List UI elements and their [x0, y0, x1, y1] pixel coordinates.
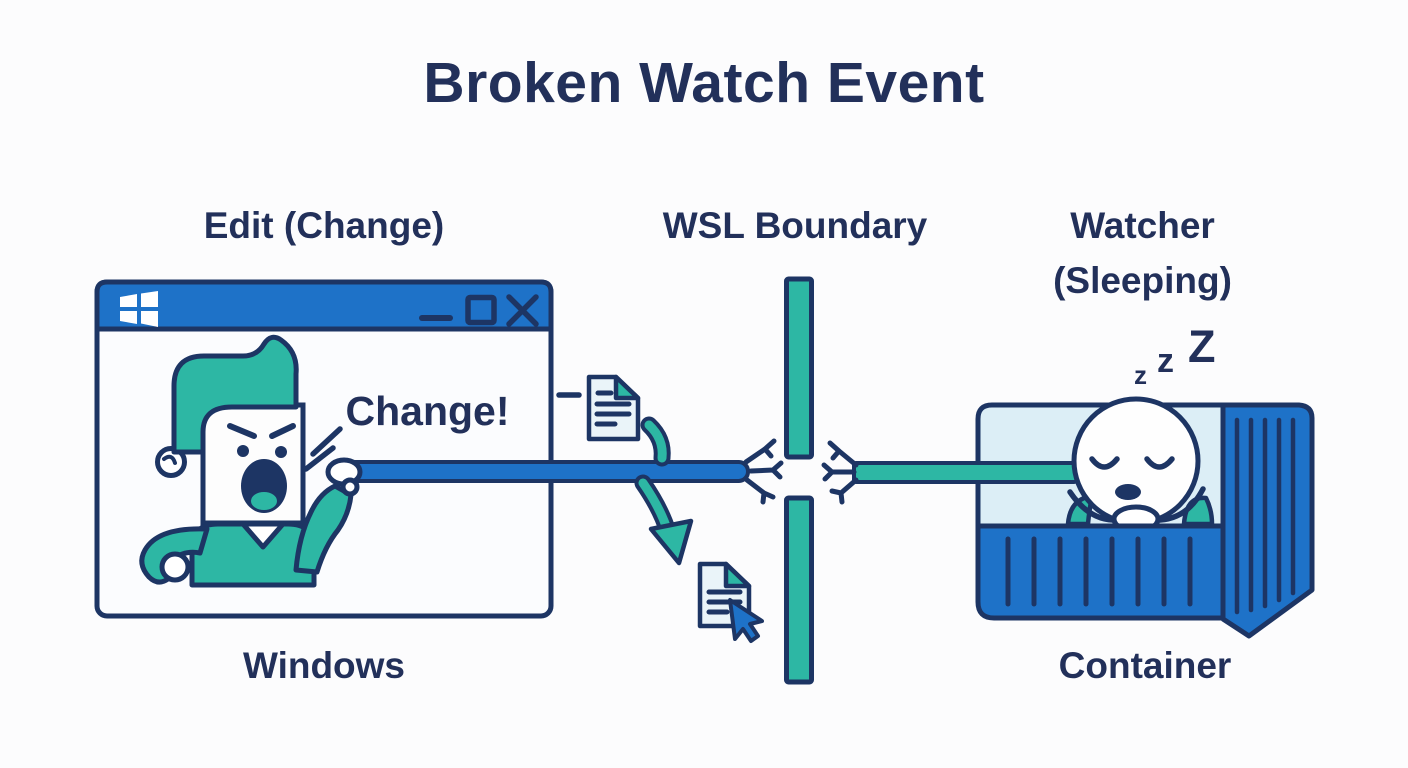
container-side-ribs: [1234, 417, 1296, 615]
label-container: Container: [1058, 645, 1232, 686]
close-icon: [506, 294, 539, 327]
character-collar: [240, 521, 286, 550]
character-hair: [171, 334, 299, 455]
character-fist-right: [325, 457, 363, 497]
blanket-edge-lines: [1067, 486, 1206, 523]
sleep-z-large: Z: [1188, 321, 1216, 372]
speech-text: Change!: [345, 388, 510, 434]
document-lines: [594, 390, 632, 427]
cursor-icon: [728, 598, 764, 643]
wire-core: [856, 465, 1078, 480]
document-fold: [723, 561, 752, 589]
window-controls: [419, 294, 539, 327]
label-edit-change: Edit (Change): [203, 205, 445, 246]
wire-core: [336, 464, 746, 479]
shout-lines: [303, 426, 343, 472]
label-watcher: Watcher: [1070, 205, 1215, 246]
container-front-ribs: [1005, 536, 1193, 607]
sleeping-watcher: [1065, 396, 1215, 534]
label-watcher-sleeping: (Sleeping): [1053, 260, 1232, 301]
container-front-band: [975, 523, 1226, 621]
document-body: [586, 374, 641, 442]
drop-arrow-icon: [634, 416, 694, 566]
sleep-z-medium: z: [1157, 342, 1174, 380]
character-ear: [155, 446, 187, 478]
document-fold: [613, 374, 641, 401]
diagram-title: Broken Watch Event: [423, 51, 985, 115]
character-tongue: [251, 492, 277, 510]
character-eyebrows: [227, 423, 296, 439]
boundary-wall-bottom: [784, 495, 814, 685]
boundary-wall-top: [784, 276, 814, 460]
watcher-closed-eyes: [1089, 456, 1175, 470]
sleep-z-small: z: [1134, 360, 1147, 390]
wsl-boundary-wall: [784, 276, 814, 685]
container-side-panel: [1220, 402, 1315, 639]
character-ear-inner: [162, 454, 177, 465]
watch-signal-wire: [821, 440, 1078, 505]
windows-logo-icon: [120, 291, 158, 327]
label-wsl-boundary: WSL Boundary: [662, 205, 928, 246]
arrow-head: [648, 518, 694, 566]
sleep-zzz-icon: z z Z: [1128, 324, 1248, 406]
label-windows: Windows: [242, 645, 406, 686]
angry-user-character: [139, 334, 354, 588]
watcher-mouth: [1115, 484, 1141, 500]
character-fist-left: [159, 551, 191, 583]
frayed-wire-left-icon: [743, 438, 784, 505]
maximize-icon: [465, 294, 497, 326]
frayed-wire-right-icon: [821, 440, 859, 505]
character-eyes: [237, 445, 287, 458]
changed-file-icon: [556, 374, 641, 442]
